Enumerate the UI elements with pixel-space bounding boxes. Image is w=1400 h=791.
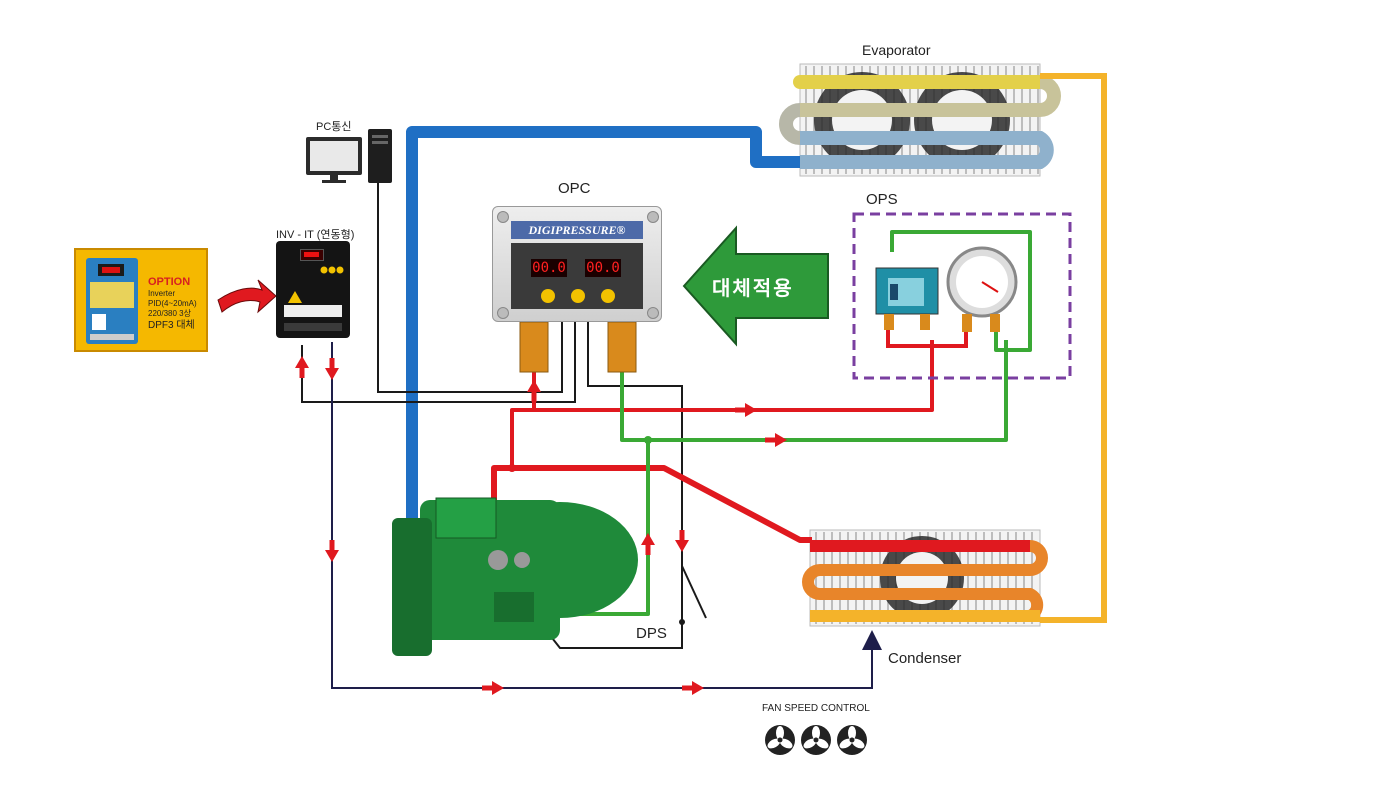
red-flow-arrow-icon (325, 358, 339, 380)
red-flow-arrow-icon (641, 533, 655, 555)
option-inverter-device (86, 258, 138, 344)
red-flow-arrow-icon (765, 433, 787, 447)
condenser-coil (802, 529, 1048, 627)
dps-label: DPS (636, 625, 667, 642)
control-line (331, 342, 882, 689)
dps-contact (679, 619, 685, 625)
evaporator-coil (779, 63, 1061, 177)
high-line-junction (508, 464, 516, 472)
option-replace-text: DPF3 대체 (148, 320, 195, 331)
ops-frame (852, 212, 1072, 380)
red-flow-arrow-icon (325, 540, 339, 562)
fan-icon (837, 725, 867, 755)
opc-button-down[interactable] (571, 289, 585, 303)
inv-indicator-leds (320, 266, 344, 274)
option-box: OPTION Inverter PID(4~20mA) 220/380 3상 D… (74, 248, 208, 352)
opc-button-set[interactable] (601, 289, 615, 303)
option-title: OPTION (148, 276, 191, 288)
liquid-line (1040, 73, 1107, 623)
opc-display-right: 00.0 (585, 259, 621, 277)
red-flow-arrow-icon (735, 403, 757, 417)
option-line-voltage: 220/380 3상 (148, 309, 191, 318)
monitor-icon (306, 137, 362, 183)
option-arrow (217, 279, 277, 314)
fan-speed-fans (765, 725, 867, 755)
ops-label: OPS (866, 191, 898, 208)
pc-tower-icon (368, 129, 392, 183)
pc-comm-label: PC통신 (316, 121, 352, 133)
option-line-inverter: Inverter (148, 289, 176, 298)
opc-controller: DIGIPRESSURE® 00.0 00.0 (492, 206, 662, 322)
inv-it-device (276, 241, 350, 338)
red-flow-arrow-icon (482, 681, 504, 695)
suction-line (406, 126, 800, 520)
opc-fitting-right (607, 321, 637, 373)
low-line-junction (644, 436, 652, 444)
inv-label: INV - IT (연동형) (276, 229, 355, 241)
evaporator-label: Evaporator (862, 42, 931, 58)
opc-fitting-left (519, 321, 549, 373)
compressor (392, 497, 638, 656)
fan-icon (765, 725, 795, 755)
opc-label: OPC (558, 180, 591, 197)
option-text: OPTION Inverter PID(4~20mA) 220/380 3상 D… (148, 276, 197, 333)
opc-panel: 00.0 00.0 (511, 243, 643, 309)
condenser-label: Condenser (888, 650, 962, 667)
option-line-pid: PID(4~20mA) (148, 299, 197, 308)
opc-brand: DIGIPRESSURE® (511, 221, 643, 239)
replace-arrow (682, 225, 829, 347)
red-flow-arrow-icon (675, 530, 689, 552)
ops-pressure-switch (875, 267, 939, 330)
ops-pressure-gauge (946, 246, 1018, 332)
flow-arrows (295, 356, 787, 695)
red-flow-arrow-icon (682, 681, 704, 695)
replace-arrow-label: 대체적용 (712, 278, 794, 300)
fan-icon (801, 725, 831, 755)
red-flow-arrow-icon (295, 356, 309, 378)
opc-display-left: 00.0 (531, 259, 567, 277)
opc-button-up[interactable] (541, 289, 555, 303)
warning-icon (288, 291, 302, 303)
fan-speed-control-label: FAN SPEED CONTROL (762, 703, 870, 714)
ops-red-link (886, 330, 968, 348)
red-flow-arrow-icon (527, 380, 541, 402)
